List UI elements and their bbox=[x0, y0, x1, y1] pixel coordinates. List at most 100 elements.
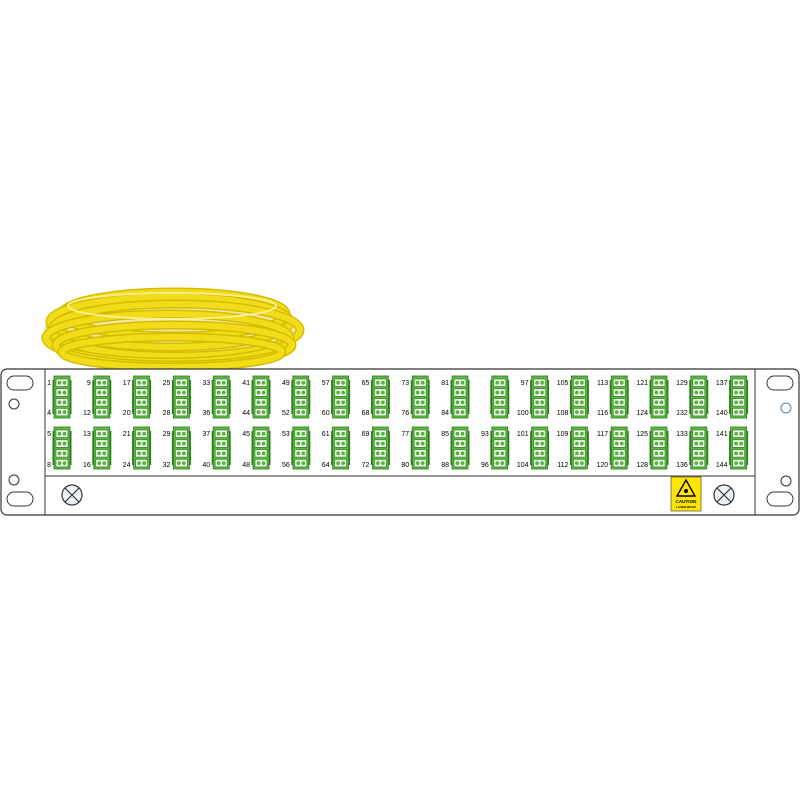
lc-quad-adapter[interactable] bbox=[211, 426, 231, 470]
lc-port[interactable] bbox=[334, 378, 347, 387]
lc-quad-adapter[interactable] bbox=[649, 375, 669, 419]
lc-quad-adapter[interactable] bbox=[490, 426, 510, 470]
lc-port[interactable] bbox=[413, 388, 427, 397]
lc-quad-adapter[interactable] bbox=[689, 375, 709, 419]
lc-port[interactable] bbox=[732, 459, 745, 468]
lc-port[interactable] bbox=[374, 459, 387, 468]
lc-port[interactable] bbox=[413, 449, 427, 458]
lc-port[interactable] bbox=[254, 388, 268, 397]
lc-port[interactable] bbox=[493, 398, 507, 407]
lc-port[interactable] bbox=[214, 388, 228, 397]
lc-port[interactable] bbox=[652, 459, 666, 468]
lc-port[interactable] bbox=[95, 439, 109, 448]
lc-port[interactable] bbox=[254, 449, 268, 458]
lc-port[interactable] bbox=[135, 439, 148, 448]
lc-port[interactable] bbox=[493, 408, 507, 417]
lc-port[interactable] bbox=[175, 429, 188, 438]
lc-port[interactable] bbox=[573, 449, 586, 458]
lc-port[interactable] bbox=[95, 449, 109, 458]
lc-port[interactable] bbox=[334, 398, 347, 407]
lc-port[interactable] bbox=[214, 439, 228, 448]
lc-port[interactable] bbox=[214, 449, 228, 458]
lc-port[interactable] bbox=[135, 398, 148, 407]
lc-quad-adapter[interactable] bbox=[649, 426, 669, 470]
lc-port[interactable] bbox=[413, 378, 427, 387]
lc-port[interactable] bbox=[533, 439, 546, 448]
lc-port[interactable] bbox=[135, 449, 148, 458]
lc-port[interactable] bbox=[55, 388, 69, 397]
lc-port[interactable] bbox=[692, 449, 706, 458]
lc-port[interactable] bbox=[493, 439, 507, 448]
lc-quad-adapter[interactable] bbox=[52, 375, 72, 419]
lc-quad-adapter[interactable] bbox=[132, 375, 152, 419]
lc-port[interactable] bbox=[175, 388, 188, 397]
lc-port[interactable] bbox=[612, 378, 626, 387]
lc-port[interactable] bbox=[95, 378, 109, 387]
lc-port[interactable] bbox=[55, 439, 69, 448]
lc-port[interactable] bbox=[413, 459, 427, 468]
lc-port[interactable] bbox=[533, 388, 546, 397]
lc-port[interactable] bbox=[254, 429, 268, 438]
lc-quad-adapter[interactable] bbox=[211, 375, 231, 419]
lc-port[interactable] bbox=[533, 449, 546, 458]
lc-port[interactable] bbox=[175, 378, 188, 387]
lc-port[interactable] bbox=[55, 429, 69, 438]
lc-port[interactable] bbox=[254, 408, 268, 417]
lc-port[interactable] bbox=[334, 408, 347, 417]
lc-port[interactable] bbox=[533, 398, 546, 407]
lc-port[interactable] bbox=[612, 388, 626, 397]
lc-quad-adapter[interactable] bbox=[251, 375, 271, 419]
lc-port[interactable] bbox=[732, 429, 745, 438]
lc-port[interactable] bbox=[573, 459, 586, 468]
lc-port[interactable] bbox=[692, 439, 706, 448]
lc-quad-adapter[interactable] bbox=[729, 375, 749, 419]
lc-port[interactable] bbox=[573, 398, 586, 407]
lc-port[interactable] bbox=[573, 439, 586, 448]
lc-port[interactable] bbox=[453, 408, 467, 417]
lc-port[interactable] bbox=[334, 388, 347, 397]
lc-port[interactable] bbox=[334, 459, 347, 468]
lc-port[interactable] bbox=[612, 429, 626, 438]
lc-port[interactable] bbox=[294, 439, 308, 448]
lc-quad-adapter[interactable] bbox=[291, 426, 311, 470]
lc-quad-adapter[interactable] bbox=[569, 426, 589, 470]
lc-port[interactable] bbox=[612, 459, 626, 468]
lc-port[interactable] bbox=[175, 459, 188, 468]
lc-quad-adapter[interactable] bbox=[410, 375, 430, 419]
lc-port[interactable] bbox=[573, 429, 586, 438]
lc-port[interactable] bbox=[652, 408, 666, 417]
lc-port[interactable] bbox=[55, 459, 69, 468]
lc-port[interactable] bbox=[413, 398, 427, 407]
lc-port[interactable] bbox=[732, 378, 745, 387]
lc-port[interactable] bbox=[374, 408, 387, 417]
lc-port[interactable] bbox=[175, 449, 188, 458]
lc-port[interactable] bbox=[573, 378, 586, 387]
lc-port[interactable] bbox=[374, 449, 387, 458]
lc-quad-adapter[interactable] bbox=[609, 375, 629, 419]
lc-port[interactable] bbox=[453, 398, 467, 407]
lc-port[interactable] bbox=[612, 408, 626, 417]
lc-port[interactable] bbox=[135, 429, 148, 438]
lc-port[interactable] bbox=[334, 429, 347, 438]
lc-port[interactable] bbox=[493, 459, 507, 468]
lc-port[interactable] bbox=[493, 449, 507, 458]
lc-port[interactable] bbox=[135, 459, 148, 468]
lc-port[interactable] bbox=[732, 388, 745, 397]
lc-port[interactable] bbox=[413, 439, 427, 448]
lc-port[interactable] bbox=[334, 449, 347, 458]
lc-port[interactable] bbox=[294, 449, 308, 458]
lc-port[interactable] bbox=[294, 408, 308, 417]
lc-port[interactable] bbox=[214, 408, 228, 417]
lc-port[interactable] bbox=[573, 408, 586, 417]
lc-port[interactable] bbox=[652, 378, 666, 387]
lc-port[interactable] bbox=[95, 459, 109, 468]
lc-port[interactable] bbox=[294, 429, 308, 438]
lc-port[interactable] bbox=[214, 459, 228, 468]
lc-port[interactable] bbox=[612, 439, 626, 448]
lc-port[interactable] bbox=[214, 378, 228, 387]
lc-port[interactable] bbox=[135, 388, 148, 397]
lc-quad-adapter[interactable] bbox=[92, 375, 112, 419]
lc-port[interactable] bbox=[55, 398, 69, 407]
lc-port[interactable] bbox=[573, 388, 586, 397]
lc-quad-adapter[interactable] bbox=[251, 426, 271, 470]
